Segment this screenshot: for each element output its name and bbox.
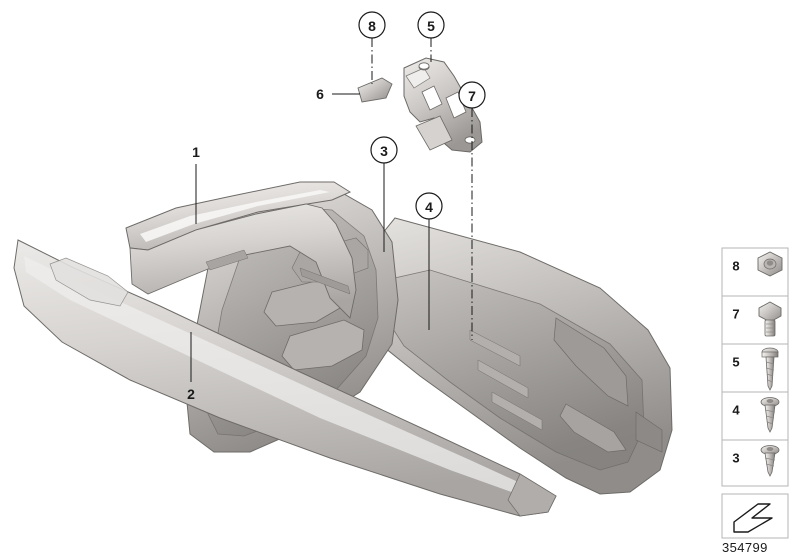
legend-row-4[interactable]: 4 (732, 397, 780, 433)
legend-row-7-number: 7 (732, 307, 739, 322)
callout-8[interactable]: 8 (358, 11, 386, 39)
callout-7-label: 7 (468, 88, 476, 104)
bracket-window-2 (445, 91, 467, 119)
callout-8-circle (358, 11, 386, 39)
part-number: 354799 (722, 540, 768, 555)
callout-3-label: 3 (380, 143, 388, 159)
mounting-bracket (357, 57, 483, 153)
callout-5[interactable]: 5 (417, 11, 445, 39)
console-trim-highlight (140, 190, 330, 242)
legend-row-3-number: 3 (732, 451, 739, 466)
console-rear-cutout (635, 411, 663, 453)
center-console-assembly (13, 181, 673, 517)
console-trim-detail-dots (299, 267, 351, 295)
bracket-foot (415, 115, 453, 151)
console-cupholder-right (281, 319, 365, 371)
legend-frame (721, 247, 789, 487)
callout-7[interactable]: 7 (458, 81, 486, 109)
bracket-window-1 (421, 85, 443, 111)
bracket-tab-left (357, 77, 393, 103)
callout-6-label: 6 (316, 86, 324, 102)
callout-4[interactable]: 4 (415, 192, 443, 220)
leader-lines (190, 38, 473, 382)
callout-4-circle (415, 192, 443, 220)
console-side-panel-left-highlight (24, 256, 540, 500)
hardware-legend: 8 7 5 (721, 247, 789, 539)
console-trim-detail-slot (205, 249, 249, 271)
console-rear-rib-c (491, 391, 543, 431)
hex-flange-bolt-icon (758, 301, 782, 337)
callout-3-circle (370, 136, 398, 164)
console-side-panel-edge-shadow (507, 473, 557, 517)
console-rear-rib-b (477, 359, 529, 399)
callout-2-label: 2 (187, 386, 195, 402)
callout-5-circle (417, 11, 445, 39)
callout-1-label: 1 (192, 144, 200, 160)
legend-row-7[interactable]: 7 (732, 301, 782, 337)
console-rear-vent-slot-2 (559, 403, 627, 453)
legend-row-3[interactable]: 3 (732, 445, 780, 477)
hex-nut-icon (757, 251, 783, 277)
long-screw-icon (761, 347, 779, 391)
console-trim-lower-rail (129, 203, 357, 319)
legend-row-8-number: 8 (732, 259, 739, 274)
arrow-direction-of-travel-icon (733, 503, 773, 533)
callout-8-label: 8 (368, 18, 376, 34)
console-side-panel-armrest-bulge (49, 257, 129, 307)
bracket-arm-upper (405, 67, 431, 89)
callout-3[interactable]: 3 (370, 136, 398, 164)
callout-4-label: 4 (425, 199, 433, 215)
legend-row-5-number: 5 (732, 355, 739, 370)
console-rear-rib-a (469, 329, 521, 367)
pan-head-screw-icon (760, 397, 780, 433)
bracket-hole-upper (418, 62, 430, 70)
legend-row-8[interactable]: 8 (732, 251, 783, 277)
callout-7-circle (458, 81, 486, 109)
legend-row-4-number: 4 (732, 403, 740, 418)
callouts: 8 5 7 3 4 6 1 2 (187, 11, 486, 402)
console-rear-vent-slot (553, 317, 629, 407)
short-tapping-screw-icon (760, 445, 780, 477)
legend-row-5[interactable]: 5 (732, 347, 779, 391)
orientation-symbol-box (721, 493, 789, 539)
callout-5-label: 5 (427, 18, 435, 34)
orientation-frame (721, 493, 789, 539)
bracket-hole-lower (464, 136, 476, 144)
